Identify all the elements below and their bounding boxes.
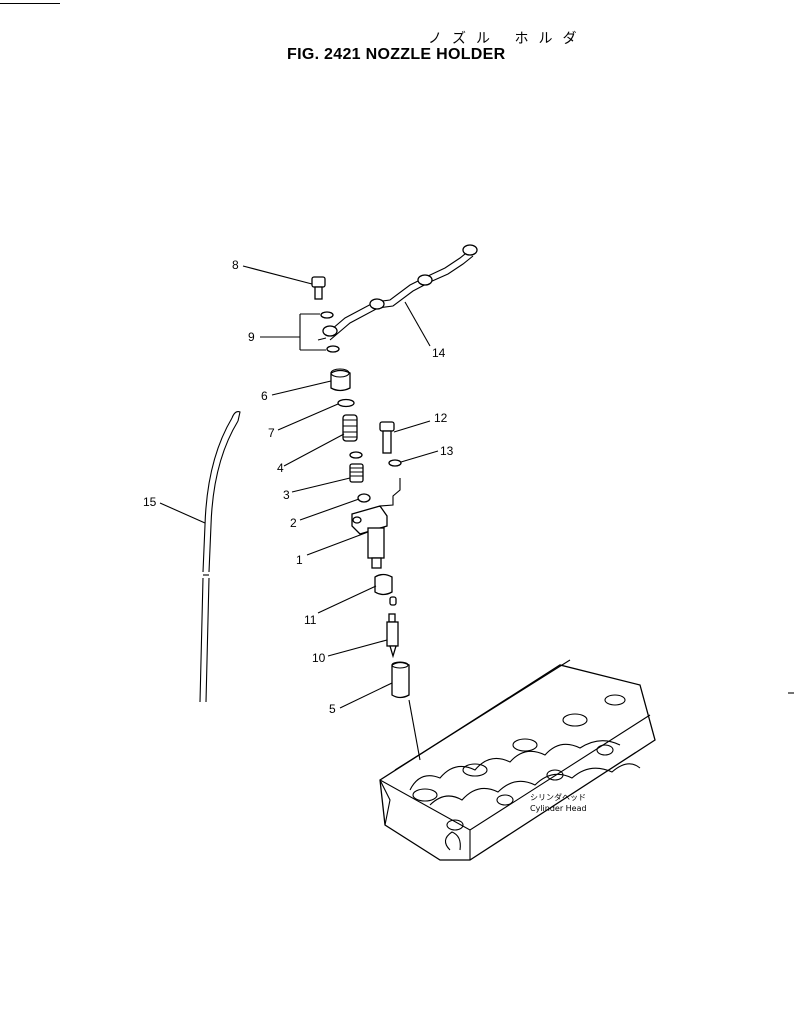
part-12-bolt <box>379 421 395 454</box>
part-5-sleeve <box>391 661 410 699</box>
callout-14: 14 <box>432 346 446 360</box>
leader-lines <box>159 265 439 709</box>
cylinder-head-label-jp: シリンダヘッド <box>530 792 586 802</box>
part-10-nozzle-tip <box>386 613 399 659</box>
cylinder-head <box>379 659 656 861</box>
part-4-spring <box>342 414 358 442</box>
part-7-gasket <box>337 398 355 408</box>
corner-rule <box>0 3 60 4</box>
cylinder-head-label-en: Cylinder Head <box>530 804 587 813</box>
part-14-leak-pipe <box>317 244 478 341</box>
part-3-spring <box>349 451 364 483</box>
callout-2: 2 <box>290 516 297 530</box>
part-1-nozzle-holder-body <box>351 478 401 569</box>
part-6-nut <box>330 368 351 392</box>
callout-13: 13 <box>440 444 454 458</box>
callout-10: 10 <box>312 651 326 665</box>
callout-11: 11 <box>304 613 317 627</box>
callout-6: 6 <box>261 389 268 403</box>
callout-12: 12 <box>434 411 448 425</box>
callout-9: 9 <box>248 330 255 344</box>
callout-7: 7 <box>268 426 275 440</box>
callout-8: 8 <box>232 258 239 272</box>
figure-title: FIG. 2421 NOZZLE HOLDER <box>287 46 506 63</box>
title-japanese: ノズル ホルダ <box>428 31 587 47</box>
callout-1: 1 <box>296 553 303 567</box>
callout-4: 4 <box>277 461 284 475</box>
part-11-retaining-nut <box>374 573 397 606</box>
part-13-washer <box>388 459 402 467</box>
part-15-leak-off-tube <box>199 411 241 703</box>
part-2-spindle <box>357 493 371 503</box>
callout-15: 15 <box>143 495 157 509</box>
part-8-bolt <box>311 276 326 300</box>
callout-3: 3 <box>283 488 290 502</box>
assembly-line <box>408 699 421 761</box>
part-9-washers <box>320 311 340 353</box>
callout-5: 5 <box>329 702 336 716</box>
